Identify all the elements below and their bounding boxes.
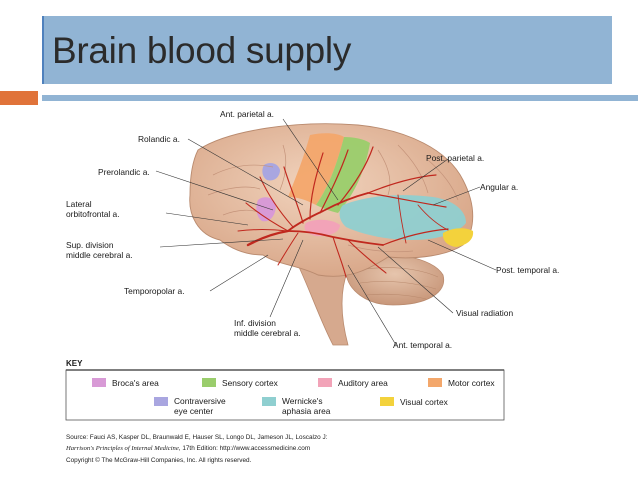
key-item-sensory: Sensory cortex xyxy=(202,378,279,388)
label-post-parietal: Post. parietal a. xyxy=(426,153,484,163)
key-item-visual: Visual cortex xyxy=(380,397,449,407)
source-copyright: Copyright © The McGraw-Hill Companies, I… xyxy=(66,456,252,464)
label-prerolandic: Prerolandic a. xyxy=(98,167,150,177)
key-label: Broca's area xyxy=(112,378,159,388)
label-leader-lines xyxy=(155,118,497,346)
key-swatch xyxy=(92,378,106,387)
key-swatch xyxy=(262,397,276,406)
label-rolandic: Rolandic a. xyxy=(138,134,180,144)
title-bar: Brain blood supply xyxy=(42,16,612,84)
wernicke-aphasia-area xyxy=(339,195,466,240)
source-edition-url: , 17th Edition: http://www.accessmedicin… xyxy=(179,445,310,452)
key-swatch xyxy=(154,397,168,406)
label-post-temporal: Post. temporal a. xyxy=(496,265,559,275)
key-swatch xyxy=(428,378,442,387)
source-line-1: Source: Fauci AS, Kasper DL, Braunwald E… xyxy=(66,434,328,441)
key-label: Visual cortex xyxy=(400,397,449,407)
blue-accent-line xyxy=(42,95,638,101)
label-lateral-orbitofrontal-2: orbitofrontal a. xyxy=(66,209,120,219)
key-label: Sensory cortex xyxy=(222,378,279,388)
orange-accent-bar xyxy=(0,91,38,105)
brain-diagram: Ant. parietal a. Rolandic a. Prerolandic… xyxy=(65,109,559,464)
label-visual-radiation: Visual radiation xyxy=(456,308,513,318)
key-swatch xyxy=(318,378,332,387)
source-line-2: Harrison's Principles of Internal Medici… xyxy=(65,445,310,452)
label-inf-division-1: Inf. division xyxy=(234,318,276,328)
key-item-motor: Motor cortex xyxy=(428,378,495,388)
brainstem xyxy=(297,264,349,346)
contraversive-eye-center-area xyxy=(262,162,280,181)
slide-title: Brain blood supply xyxy=(52,30,352,71)
label-sup-division-1: Sup. division xyxy=(66,240,114,250)
brain-figure: Ant. parietal a. Rolandic a. Prerolandic… xyxy=(48,105,604,475)
key-label-2: eye center xyxy=(174,406,213,416)
label-sup-division-2: middle cerebral a. xyxy=(66,250,133,260)
key-label-2: aphasia area xyxy=(282,406,331,416)
key-label: Contraversive xyxy=(174,396,226,406)
key-title: KEY xyxy=(66,359,83,368)
key-item-broca: Broca's area xyxy=(92,378,159,388)
motor-cortex-area xyxy=(288,133,344,205)
key-swatch xyxy=(380,397,394,406)
key-swatch xyxy=(202,378,216,387)
key-item-wernicke: Wernicke's aphasia area xyxy=(262,396,331,416)
label-inf-division-2: middle cerebral a. xyxy=(234,328,301,338)
key-label: Wernicke's xyxy=(282,396,323,406)
key-label: Motor cortex xyxy=(448,378,495,388)
label-ant-temporal: Ant. temporal a. xyxy=(393,340,452,350)
visual-cortex-area xyxy=(442,228,474,247)
key-item-contraversive: Contraversive eye center xyxy=(154,396,226,416)
key-item-auditory: Auditory area xyxy=(318,378,388,388)
label-ant-parietal: Ant. parietal a. xyxy=(220,109,274,119)
label-temporopolar: Temporopolar a. xyxy=(124,286,185,296)
label-angular: Angular a. xyxy=(480,182,518,192)
key-label: Auditory area xyxy=(338,378,388,388)
label-lateral-orbitofrontal-1: Lateral xyxy=(66,199,92,209)
source-book-title: Harrison's Principles of Internal Medici… xyxy=(65,445,179,452)
